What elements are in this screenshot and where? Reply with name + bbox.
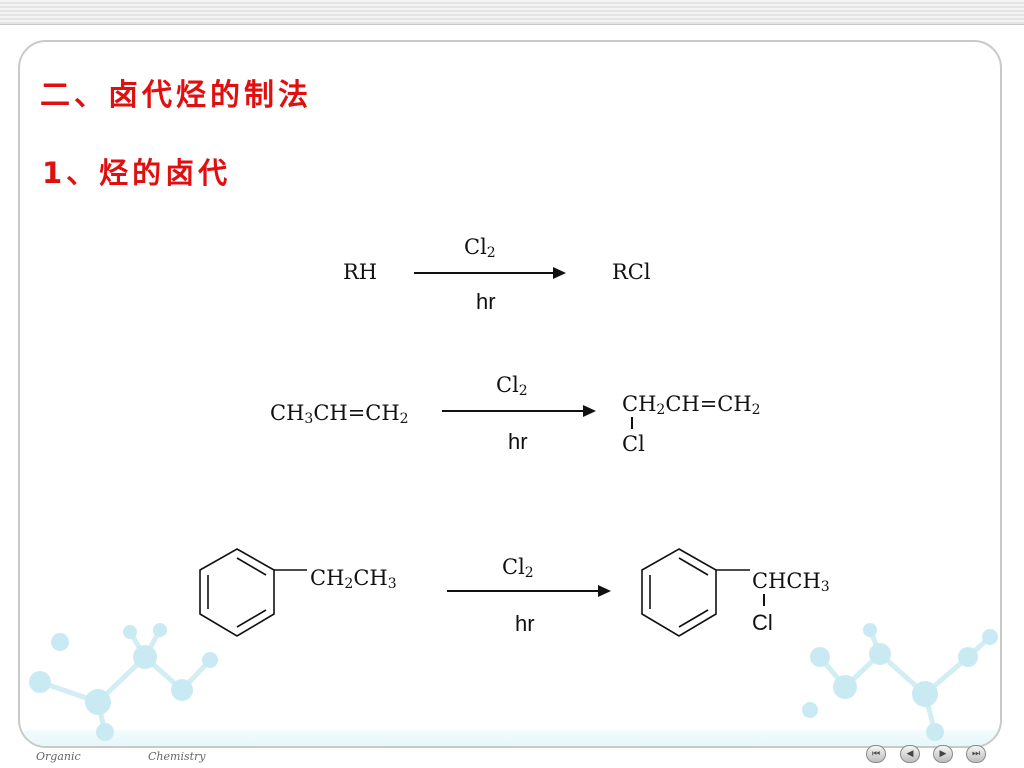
section-subtitle: 1、烃的卤代 — [42, 156, 232, 190]
molecule-watermark — [29, 623, 998, 741]
footer-organic: Organic — [36, 750, 81, 763]
product-rcl: RCl — [612, 260, 651, 284]
bond-line — [763, 594, 765, 606]
reactant-propene: CH3CH=CH2 — [270, 401, 409, 427]
product-allyl-main: CH2CH=CH2 — [622, 392, 761, 418]
first-slide-icon: ⏮ — [871, 749, 881, 759]
last-slide-icon: ⏭ — [971, 749, 981, 759]
reagent-cl2: Cl2 — [496, 373, 528, 399]
reagent-cl2: Cl2 — [502, 555, 534, 581]
bottom-band — [20, 730, 1000, 746]
reaction-arrow-1 — [414, 267, 566, 279]
benzene-ring-reactant — [199, 548, 307, 637]
reactant-ethyl-chain: CH2CH3 — [310, 566, 397, 592]
product-chlorine: Cl — [752, 610, 773, 635]
previous-slide-icon: ◀ — [906, 749, 914, 759]
reactant-rh: RH — [343, 260, 378, 284]
next-slide-button[interactable]: ▶ — [933, 745, 953, 763]
reagent-cl2: Cl2 — [464, 235, 496, 261]
next-slide-icon: ▶ — [939, 749, 947, 759]
condition-hr: hr — [476, 289, 496, 314]
top-band — [0, 0, 1024, 25]
slide-title: 二、卤代烃的制法 — [40, 78, 312, 113]
slide-frame — [18, 40, 1002, 748]
condition-hr: hr — [508, 429, 528, 454]
last-slide-button[interactable]: ⏭ — [966, 745, 986, 763]
previous-slide-button[interactable]: ◀ — [900, 745, 920, 763]
product-chlorine: Cl — [622, 432, 645, 456]
bond-line — [631, 417, 633, 429]
benzene-ring-product — [641, 548, 750, 637]
reaction-arrow-3 — [447, 585, 611, 597]
first-slide-button[interactable]: ⏮ — [866, 745, 886, 763]
footer-chemistry: Chemistry — [148, 750, 206, 763]
reaction-arrow-2 — [442, 405, 596, 417]
product-chain: CHCH3 — [752, 569, 830, 595]
condition-hr: hr — [515, 611, 535, 636]
